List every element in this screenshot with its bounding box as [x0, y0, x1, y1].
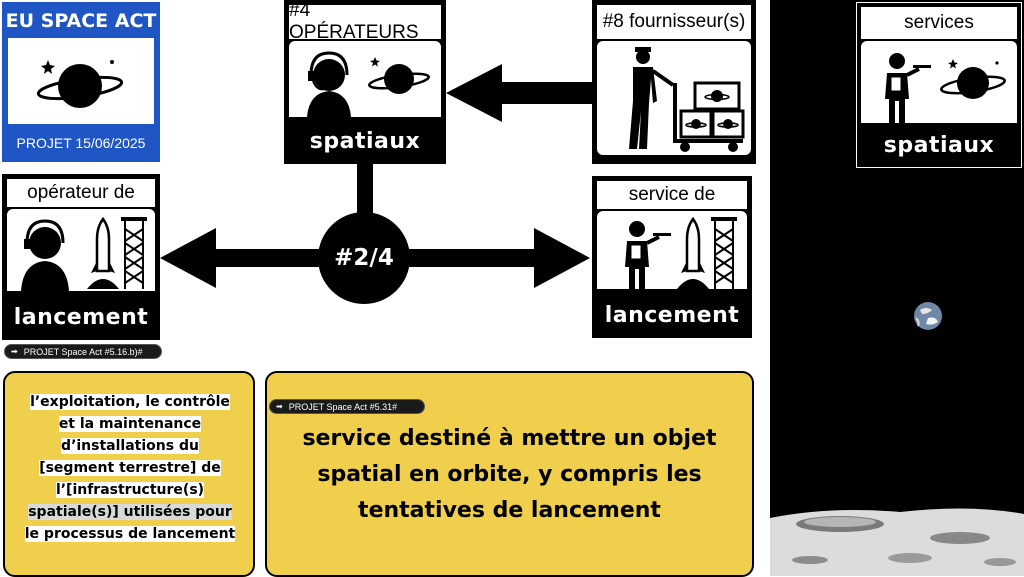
- headset-operator-icon: [21, 219, 69, 291]
- definition-box-main: ➡ PROJET Space Act #5.31# service destin…: [265, 371, 754, 577]
- rocket-launch-icon: [677, 216, 737, 289]
- rocket-launch-icon: [87, 216, 147, 289]
- card-operators-title: #4 OPÉRATEURS: [289, 0, 441, 43]
- saturn-icon: [36, 60, 124, 108]
- definition-main-line-2: spatial en orbite, y compris les: [317, 462, 702, 487]
- definition-main-text: service destiné à mettre un objet spatia…: [275, 421, 744, 529]
- definition-left-line-1: l’exploitation, le contrôle: [30, 394, 230, 410]
- card-launch-operator: opérateur de lancement: [2, 174, 160, 340]
- card-launch-service: service de lancement: [592, 176, 752, 338]
- hub-label: #2/4: [334, 245, 394, 271]
- definition-left-line-2: et la maintenance: [58, 416, 202, 432]
- connector-arrows: [160, 64, 592, 288]
- card-suppliers-title: #8 fournisseur(s): [597, 5, 751, 39]
- card-services-label: spatiaux: [861, 127, 1017, 163]
- card-services: services spatiaux: [856, 2, 1022, 168]
- saturn-icon: [940, 59, 1006, 99]
- definition-left-line-6: spatiale(s)] utilisées pour: [28, 504, 232, 520]
- card-launch-operator-image: [7, 209, 155, 291]
- definition-box-left: l’exploitation, le contrôle et la mainte…: [3, 371, 255, 577]
- logo-project-date: PROJET 15/06/2025: [16, 135, 146, 151]
- card-launch-service-label: lancement: [597, 297, 747, 333]
- lunar-surface-image: [770, 508, 1024, 576]
- definition-left-line-3: d’installations du: [61, 438, 199, 454]
- arrow-right-icon: ➡: [276, 402, 283, 411]
- reference-badge-2-text: PROJET Space Act #5.31#: [288, 401, 398, 412]
- card-launch-operator-label: lancement: [7, 299, 155, 335]
- card-launch-service-title: service de: [597, 181, 747, 209]
- card-services-title: services: [861, 7, 1017, 39]
- card-suppliers-image: [597, 41, 751, 155]
- waiter-icon: [625, 221, 671, 289]
- card-services-image: [861, 41, 1017, 123]
- delivery-person-icon: [629, 47, 675, 149]
- definition-left-line-5: l’[infrastructure(s): [55, 482, 205, 498]
- headset-operator-icon: [307, 51, 351, 117]
- definition-left-line-7: le processus de lancement: [24, 526, 236, 542]
- definition-main-line-3: tentatives de lancement: [358, 498, 661, 523]
- hand-truck-icon: [673, 81, 745, 152]
- reference-badge-2: ➡ PROJET Space Act #5.31#: [269, 399, 425, 414]
- arrow-right-icon: ➡: [11, 347, 18, 356]
- card-launch-service-image: [597, 211, 747, 289]
- logo-title: EU SPACE ACT: [2, 6, 160, 36]
- reference-badge-1-text: PROJET Space Act #5.16.b)#: [23, 346, 143, 357]
- logo-card: EU SPACE ACT PROJET 15/06/2025: [2, 2, 160, 162]
- earth-icon: [914, 302, 942, 330]
- card-launch-operator-title: opérateur de: [7, 179, 155, 207]
- definition-main-line-1: service destiné à mettre un objet: [302, 426, 717, 451]
- card-operators-image: [289, 41, 441, 117]
- reference-badge-1: ➡ PROJET Space Act #5.16.b)#: [4, 344, 162, 359]
- logo-image: [8, 38, 154, 124]
- saturn-icon: [368, 57, 430, 94]
- definition-left-text: l’exploitation, le contrôle et la mainte…: [15, 391, 245, 545]
- hub-circle: #2/4: [318, 212, 410, 304]
- space-panel: services spatiaux: [770, 0, 1024, 576]
- waiter-icon: [885, 53, 931, 123]
- card-operators-label: spatiaux: [289, 123, 441, 159]
- card-suppliers: #8 fournisseur(s): [592, 0, 756, 164]
- card-operators: #4 OPÉRATEURS spatiaux: [284, 0, 446, 164]
- definition-left-line-4: [segment terrestre] de: [39, 460, 221, 476]
